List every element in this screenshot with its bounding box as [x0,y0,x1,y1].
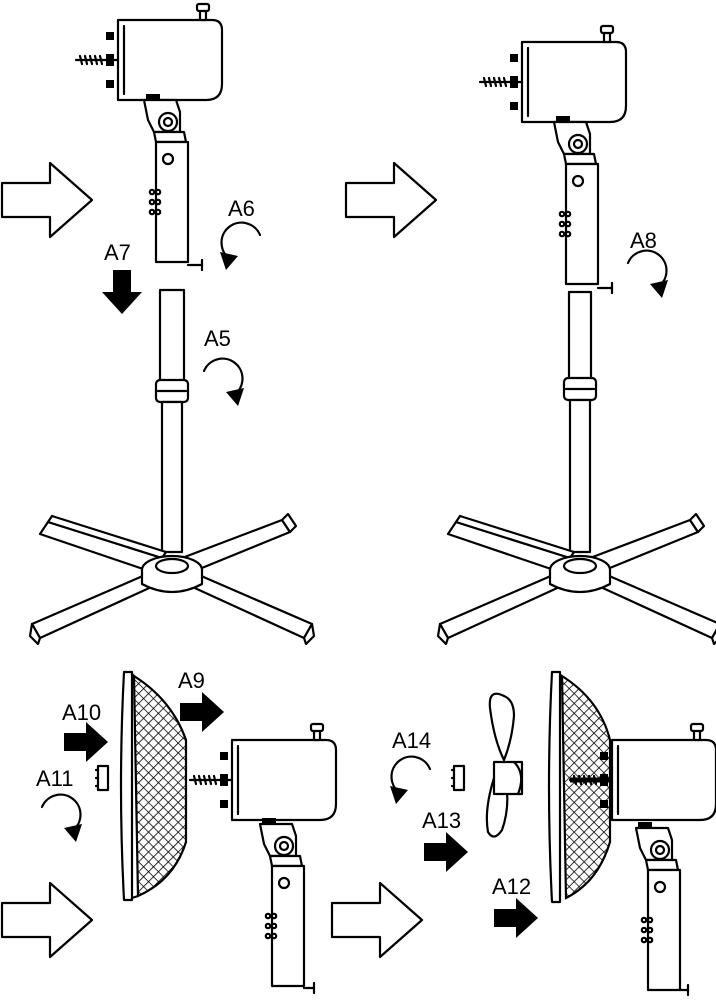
spinner-cap [452,766,464,790]
outline-arrow-icon [346,163,436,237]
fan-blade [487,694,522,837]
lower-pole [162,402,182,552]
outline-arrow-icon [2,163,92,237]
solid-arrow-icon [64,722,108,762]
step-label-a9: A9 [178,668,205,693]
motor-housing [480,26,626,122]
step-label-a13: A13 [422,808,461,833]
solid-arrow-icon [102,270,142,314]
tilt-joint [554,116,612,293]
panel-step-3: A9 A10 A11 [2,668,336,993]
panel-step-4: A14 A13 A12 [332,672,716,995]
rotate-arrow-icon [628,251,668,298]
panel-step-2: A8 [346,26,716,644]
motor-housing [76,4,222,100]
rotate-arrow-icon [204,359,244,406]
panel-step-1: A6 A7 A5 [2,4,314,644]
outline-arrow-icon [332,883,422,957]
solid-arrow-icon [180,692,224,732]
rotate-arrow-icon [220,223,260,270]
solid-arrow-icon [494,898,538,938]
step-label-a8: A8 [630,228,657,253]
rear-guard [549,672,610,902]
guard-nut [96,766,108,790]
rotate-arrow-icon [390,757,430,804]
tilt-joint [636,822,688,995]
rotate-arrow-icon [42,795,82,842]
rear-guard [121,672,186,900]
upper-pole [569,292,591,380]
step-label-a6: A6 [228,196,255,221]
step-label-a12: A12 [492,874,531,899]
motor-housing [190,724,336,820]
outline-arrow-icon [2,883,92,957]
step-label-a7: A7 [104,240,131,265]
lower-pole [570,400,590,552]
step-label-a14: A14 [392,728,431,753]
upper-pole [160,290,184,382]
step-label-a11: A11 [36,766,74,791]
solid-arrow-icon [424,832,468,872]
step-label-a10: A10 [62,700,101,725]
step-label-a5: A5 [204,326,231,351]
tilt-joint [144,94,202,270]
tilt-joint [260,818,314,993]
